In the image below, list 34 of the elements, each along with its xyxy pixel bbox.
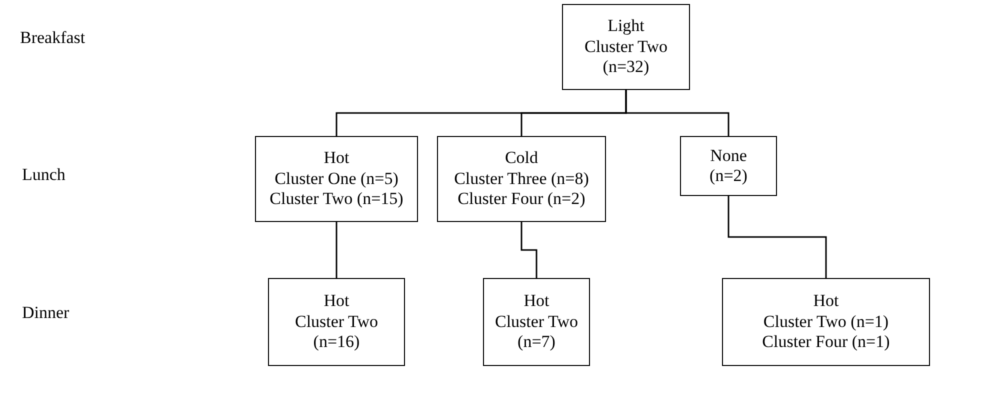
- tree-node-box: [255, 136, 418, 222]
- tree-node-box: [437, 136, 606, 222]
- node-text: Cold: [504, 148, 538, 169]
- node-text: Cluster Two (n=15): [270, 189, 404, 210]
- tree-node-box: [722, 278, 930, 366]
- node-text: (n=7): [518, 332, 556, 353]
- node-text: (n=32): [602, 57, 650, 78]
- tree-node-box: [562, 4, 690, 90]
- node-text: (n=16): [313, 332, 360, 353]
- node-text: Hot: [813, 291, 839, 312]
- tree-node-box: [680, 136, 777, 196]
- node-text: Cluster Two: [494, 312, 578, 332]
- node-text: Cluster Two: [584, 36, 668, 58]
- connector-line: [336, 222, 338, 278]
- row-label: Breakfast: [20, 28, 86, 48]
- node-text: Hot: [324, 148, 350, 169]
- connector-line: [625, 90, 730, 136]
- node-text: Cluster Four (n=2): [458, 189, 586, 210]
- connector-line: [520, 222, 538, 278]
- node-text: Cluster Four (n=1): [762, 332, 890, 353]
- row-label: Dinner: [22, 303, 70, 323]
- tree-node-box: [268, 278, 405, 366]
- connector-line: [728, 196, 827, 278]
- node-text: Cluster Three (n=8): [454, 168, 589, 190]
- node-text: Cluster Two (n=1): [763, 312, 889, 332]
- node-text: Hot: [524, 291, 550, 312]
- node-text: Cluster Two: [294, 312, 378, 332]
- node-text: Hot: [324, 291, 350, 312]
- node-text: Cluster One (n=5): [274, 168, 398, 190]
- node-text: Light: [608, 16, 644, 37]
- row-label: Lunch: [22, 165, 66, 185]
- tree-node-box: [483, 278, 590, 366]
- node-text: None: [710, 146, 747, 166]
- node-text: (n=2): [710, 166, 748, 186]
